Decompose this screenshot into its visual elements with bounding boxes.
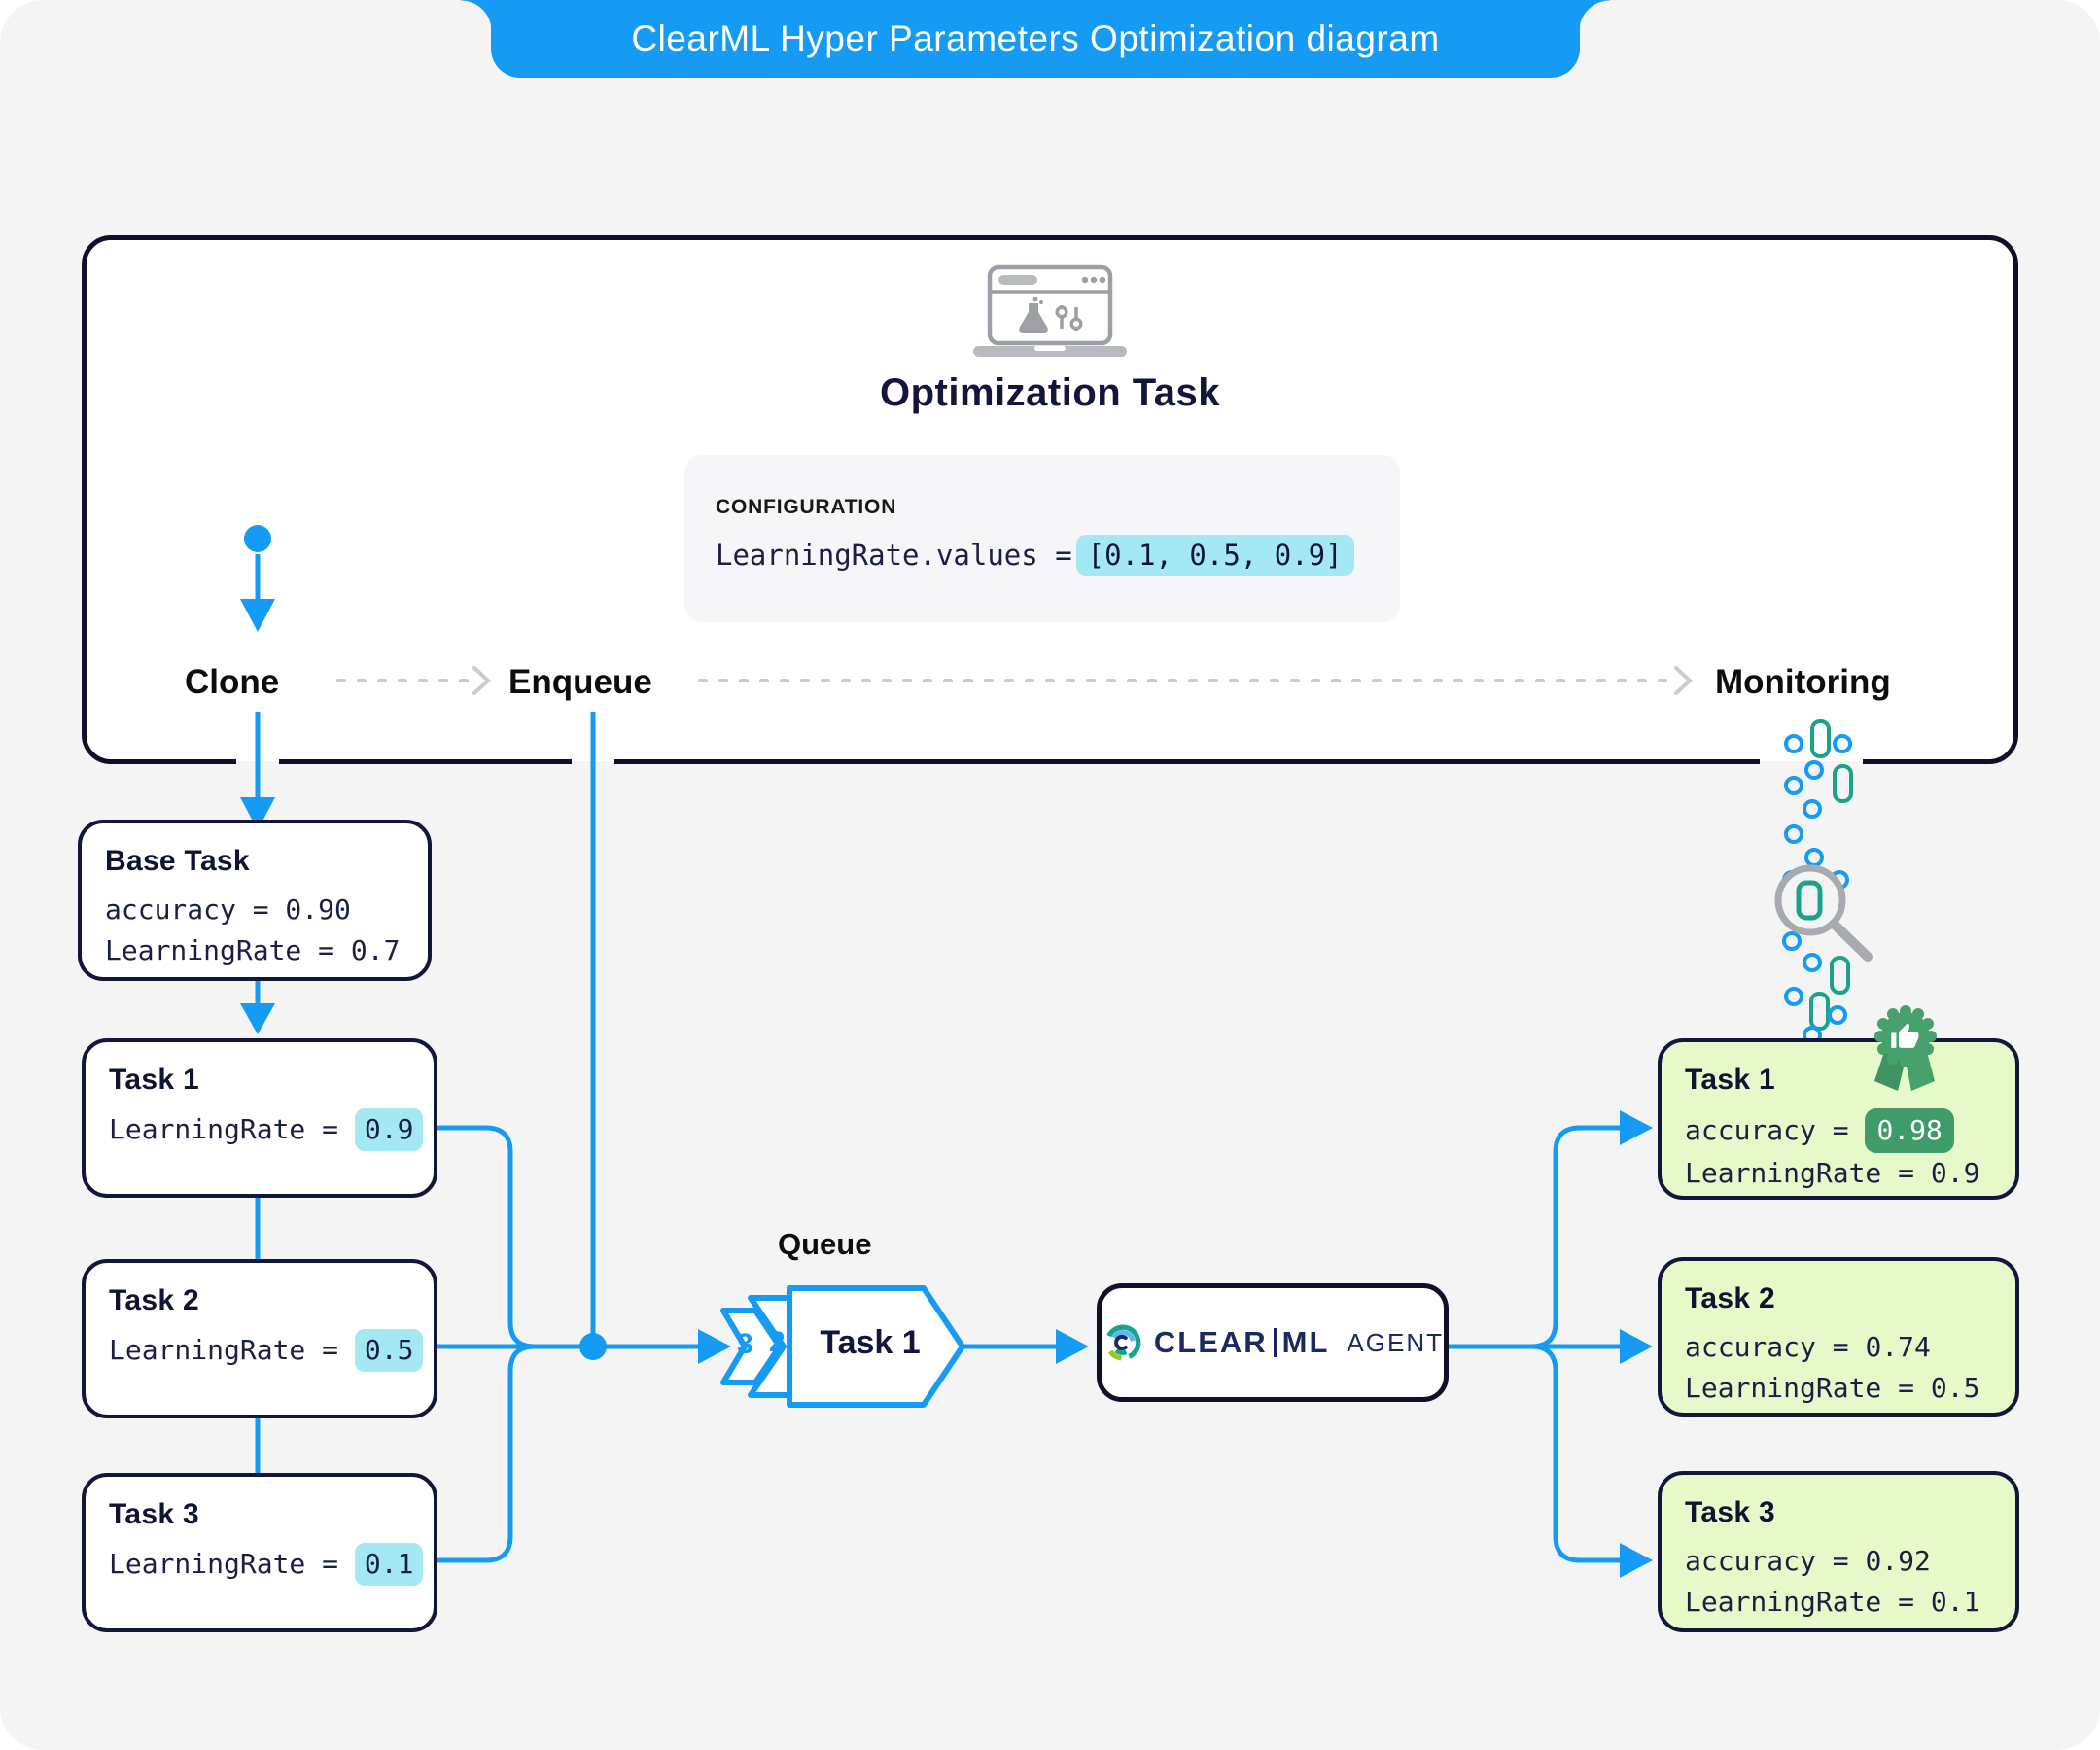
accuracy-prefix: accuracy = (1685, 1545, 1866, 1577)
result-task-1-accuracy: accuracy = 0.98 (1685, 1108, 1992, 1153)
queue-position-3: 3 (737, 1328, 753, 1360)
laptop-experiment-icon (973, 264, 1127, 357)
agent-brand-ml: ML (1281, 1325, 1330, 1359)
configuration-panel: CONFIGURATION LearningRate.values = [0.1… (684, 455, 1400, 622)
result-task-1-learning-rate: LearningRate = 0.9 (1685, 1157, 1980, 1189)
base-task-card: Base Task accuracy = 0.90 LearningRate =… (78, 820, 432, 981)
result-task-2-accuracy: accuracy = 0.74 (1685, 1327, 1992, 1368)
result-task-2-title: Task 2 (1685, 1282, 1775, 1314)
clone-task-1-learning-rate: LearningRate = 0.9 (109, 1108, 424, 1151)
workflow-step-enqueue: Enqueue (508, 663, 652, 701)
param-prefix: LearningRate = (109, 1113, 355, 1145)
accuracy-value: 0.74 (1865, 1331, 1931, 1363)
result-task-1-card: Task 1 accuracy = 0.98 LearningRate = 0.… (1658, 1038, 2019, 1200)
result-task-3-accuracy: accuracy = 0.92 (1685, 1541, 1992, 1582)
result-task-2-learning-rate: LearningRate = 0.5 (1685, 1372, 1980, 1404)
configuration-code-prefix: LearningRate.values = (716, 539, 1072, 572)
workflow-step-clone: Clone (185, 663, 280, 701)
banner-flare-right (1579, 0, 1610, 31)
queue-position-2: 2 (769, 1326, 786, 1358)
configuration-code: LearningRate.values = [0.1, 0.5, 0.9] (716, 535, 1369, 576)
title-banner: ClearML Hyper Parameters Optimization di… (461, 0, 1610, 78)
param-prefix: LearningRate = (109, 1548, 355, 1580)
result-task-3-title: Task 3 (1685, 1496, 1775, 1528)
agent-brand-divider (1273, 1328, 1277, 1357)
monitoring-magnifier-icon (1774, 864, 1872, 962)
clearml-agent-card: CLEAR ML AGENT (1097, 1283, 1449, 1402)
param-value-highlight: 0.1 (354, 1543, 424, 1586)
result-task-1-title: Task 1 (1685, 1064, 1775, 1096)
queue-head-task: Task 1 (820, 1324, 921, 1361)
configuration-values-highlight: [0.1, 0.5, 0.9] (1075, 535, 1354, 576)
clone-task-2-learning-rate: LearningRate = 0.5 (109, 1329, 424, 1372)
optimization-task-title: Optimization Task (879, 371, 1221, 414)
param-value-highlight: 0.5 (354, 1329, 424, 1372)
agent-brand: CLEAR ML (1154, 1325, 1330, 1360)
clone-task-2-card: Task 2 LearningRate = 0.5 (82, 1259, 438, 1418)
queue-label: Queue (778, 1227, 872, 1261)
clone-task-2-title: Task 2 (109, 1284, 199, 1316)
base-task-learning-rate: LearningRate = 0.7 (105, 934, 401, 966)
clone-task-3-learning-rate: LearningRate = 0.1 (109, 1543, 424, 1586)
param-prefix: LearningRate = (109, 1334, 355, 1366)
monitoring-trail-icon (1782, 719, 1853, 1074)
workflow-step-monitoring: Monitoring (1715, 663, 1891, 701)
accuracy-prefix: accuracy = (1685, 1331, 1866, 1363)
agent-label: AGENT (1347, 1327, 1444, 1357)
clearml-logo-icon (1106, 1324, 1141, 1361)
param-value-highlight: 0.9 (354, 1108, 424, 1151)
result-task-2-card: Task 2 accuracy = 0.74 LearningRate = 0.… (1658, 1257, 2019, 1417)
banner-flare-left (461, 0, 492, 31)
accuracy-prefix: accuracy = (1685, 1114, 1866, 1146)
accuracy-value: 0.92 (1865, 1545, 1931, 1577)
diagram-title: ClearML Hyper Parameters Optimization di… (631, 18, 1440, 58)
clone-task-1-card: Task 1 LearningRate = 0.9 (82, 1038, 438, 1198)
result-task-3-learning-rate: LearningRate = 0.1 (1685, 1586, 1980, 1618)
clone-task-3-title: Task 3 (109, 1498, 199, 1530)
accuracy-best-highlight: 0.98 (1865, 1108, 1954, 1153)
result-task-3-card: Task 3 accuracy = 0.92 LearningRate = 0.… (1658, 1471, 2019, 1632)
agent-brand-clear: CLEAR (1153, 1325, 1268, 1359)
clone-task-3-card: Task 3 LearningRate = 0.1 (82, 1473, 438, 1632)
clone-task-1-title: Task 1 (109, 1064, 199, 1096)
base-task-title: Base Task (105, 845, 250, 877)
configuration-label: CONFIGURATION (716, 496, 897, 518)
base-task-accuracy: accuracy = 0.90 (105, 893, 351, 926)
